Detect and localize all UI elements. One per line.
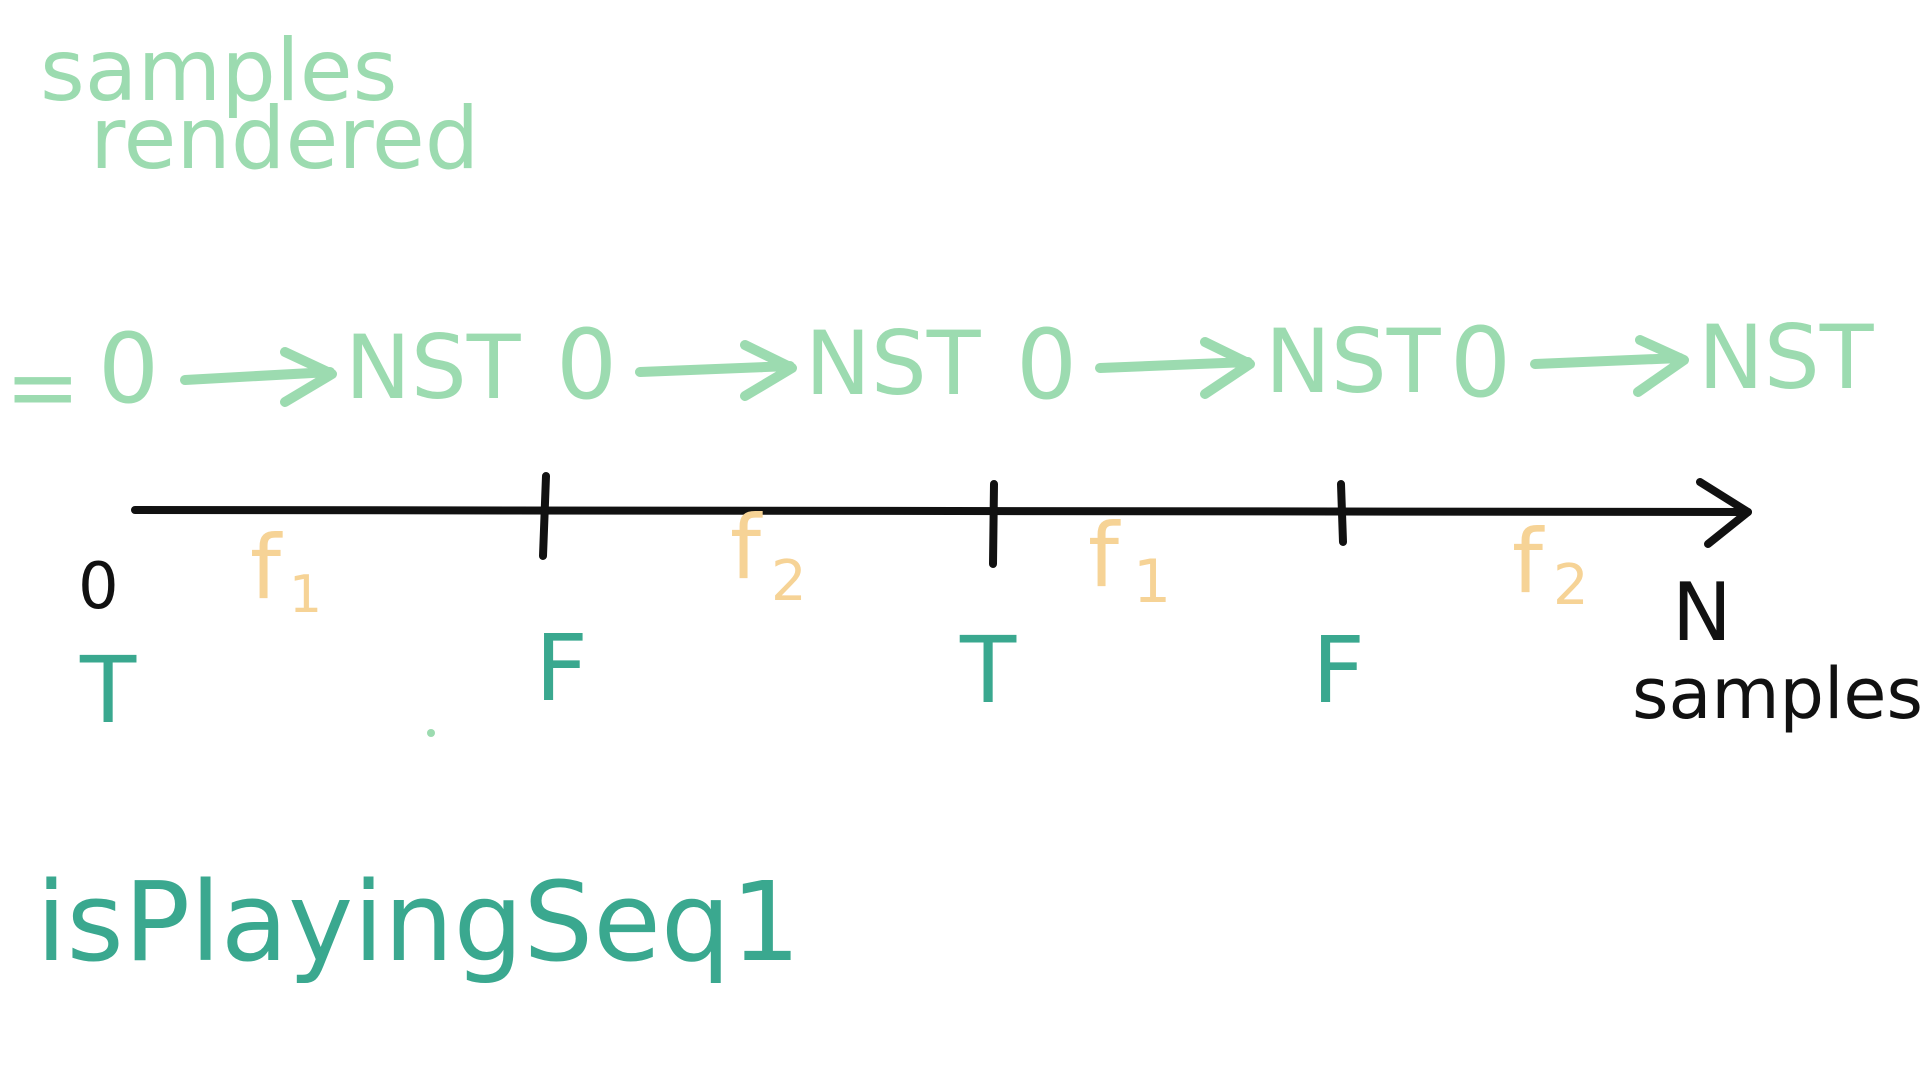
axis-line xyxy=(131,506,1752,516)
axis-tick-3 xyxy=(1337,480,1347,546)
stray-dot xyxy=(427,729,435,737)
cycle-3-end: NST xyxy=(1265,310,1442,413)
axis-end-unit: samples xyxy=(1632,653,1920,735)
equals-sign: = xyxy=(5,335,80,440)
axis-tick-1 xyxy=(539,472,550,560)
cycle-2-end: NST xyxy=(805,312,982,415)
axis-start-label: 0 xyxy=(78,550,119,624)
caption: isPlayingSeq1 xyxy=(36,858,801,986)
cycle-4-arrow xyxy=(1530,335,1689,397)
cycle-2: 0 NST xyxy=(556,309,982,421)
title-line-1: samples xyxy=(40,21,397,121)
cycle-2-start: 0 xyxy=(556,309,617,421)
cycle-3-arrow xyxy=(1095,337,1255,399)
cycle-1-end: NST xyxy=(345,316,522,419)
timeline-axis: 0 N samples xyxy=(78,472,1920,735)
title-line-2: rendered xyxy=(90,89,479,189)
cycle-3: 0 NST xyxy=(1016,309,1442,421)
flag-label-1: T xyxy=(79,637,137,744)
flag-label-4: F xyxy=(1312,617,1365,724)
cycle-4: 0 NST xyxy=(1450,306,1875,419)
cycle-1-start: 0 xyxy=(98,313,159,425)
flag-label-2: F xyxy=(535,615,588,722)
axis-tick-2 xyxy=(989,480,998,568)
cycle-1: 0 NST xyxy=(98,313,522,425)
axis-arrowhead xyxy=(1696,478,1752,548)
cycle-4-start: 0 xyxy=(1450,307,1511,419)
cycle-1-arrow xyxy=(180,347,337,407)
axis-end-label: N xyxy=(1672,566,1732,659)
cycle-3-start: 0 xyxy=(1016,309,1077,421)
flag-label-3: T xyxy=(959,617,1017,724)
cycle-2-arrow xyxy=(635,340,797,401)
cycle-4-end: NST xyxy=(1698,306,1875,409)
flag-labels: T F T F xyxy=(79,615,1365,744)
